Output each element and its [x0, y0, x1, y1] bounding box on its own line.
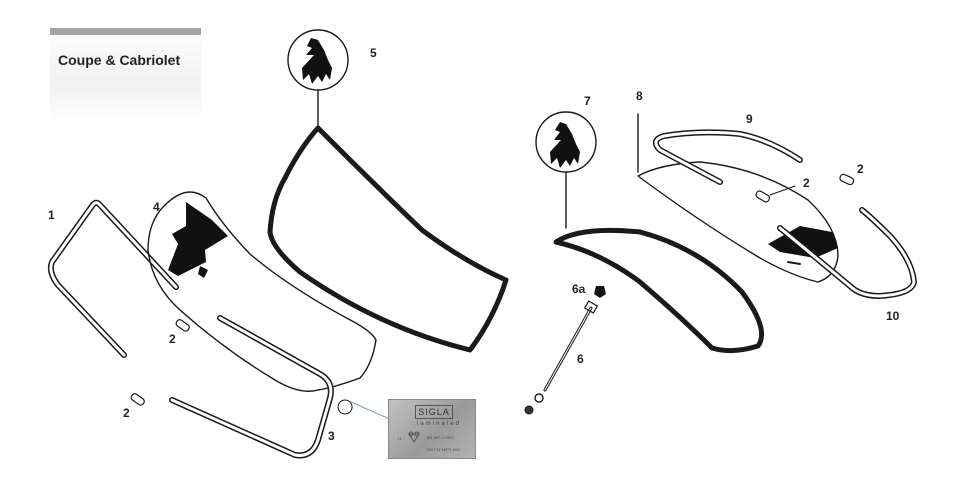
clip-part-2-right-middle	[755, 190, 771, 203]
nut-part-6a	[594, 286, 606, 298]
tab-bar	[50, 28, 201, 35]
clip-part-2-left-lower	[130, 393, 145, 406]
callout-part-2-right-middle: 2	[803, 176, 810, 190]
callout-part-5: 5	[370, 46, 377, 60]
clip-part-2-right-top	[839, 173, 855, 186]
category-tab: Coupe & Cabriolet	[50, 28, 201, 122]
callout-part-2-right-top: 2	[857, 162, 864, 176]
callout-part-1: 1	[48, 208, 55, 222]
stamp-pointer-line	[350, 401, 393, 421]
stamp-standard-line: BS 857-2:1997	[427, 435, 454, 440]
rear-lower-seal-part-10	[777, 207, 917, 299]
windshield-seal-part-1	[47, 199, 179, 358]
rear-gasket-part-7	[535, 111, 764, 354]
lower-seal-part-3	[169, 315, 334, 459]
clip-part-2-left-upper	[175, 319, 190, 332]
callout-part-4: 4	[153, 200, 160, 214]
callout-part-10: 10	[886, 309, 900, 323]
stamp-subtitle: laminated	[417, 421, 462, 427]
glass-stamp-inset: SIGLA laminated 74 BS 857-2:1997 DOT 11 …	[388, 399, 476, 459]
stamp-dot-line: DOT 11 M471 AS1	[427, 447, 461, 452]
bolt-part-6	[524, 300, 598, 415]
stamp-triangle-icon	[408, 431, 420, 443]
callout-part-2-left-lower: 2	[123, 406, 130, 420]
seal-icon-rear	[550, 122, 580, 168]
callout-part-8: 8	[636, 89, 643, 103]
leader-line-part-2	[769, 185, 796, 196]
callout-part-6: 6	[577, 352, 584, 366]
callout-part-2-left-upper: 2	[169, 332, 176, 346]
callout-part-6a: 6a	[572, 282, 586, 296]
callout-part-3: 3	[328, 429, 335, 443]
rear-window-glass-part-8	[637, 113, 839, 283]
windshield-glass-part-4	[147, 191, 377, 415]
stamp-mark: 74	[397, 436, 402, 441]
callout-part-9: 9	[746, 112, 753, 126]
windshield-gasket-part-5	[267, 29, 509, 353]
category-title: Coupe & Cabriolet	[58, 52, 181, 68]
rear-upper-seal-part-9	[652, 129, 803, 185]
seal-icon-top	[302, 38, 332, 84]
stamp-logo: SIGLA	[415, 405, 453, 419]
callout-part-7: 7	[584, 94, 591, 108]
